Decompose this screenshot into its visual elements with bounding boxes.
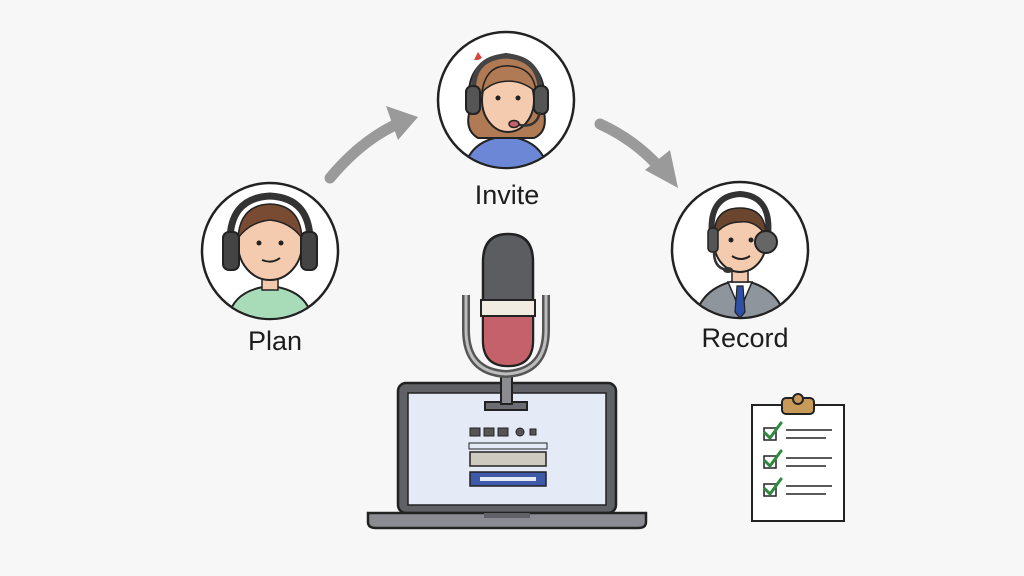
step-label-plan: Plan: [247, 326, 303, 356]
laptop-icon: [366, 381, 648, 530]
flow-arrow-icon: [324, 119, 401, 184]
microphone-icon: [462, 232, 550, 411]
screen-ui-icon: [468, 427, 548, 487]
flow-arrow-icon: [594, 118, 666, 174]
person-headphones-icon: [200, 181, 340, 321]
person-headset-icon: [436, 30, 576, 170]
person-suit-headset-icon: [670, 180, 810, 320]
arrowhead-icon: [386, 106, 418, 140]
step-label-invite: Invite: [474, 180, 540, 210]
step-label-record: Record: [701, 323, 789, 353]
checklist-clipboard-icon: [751, 393, 845, 522]
arrowhead-icon: [645, 150, 678, 188]
